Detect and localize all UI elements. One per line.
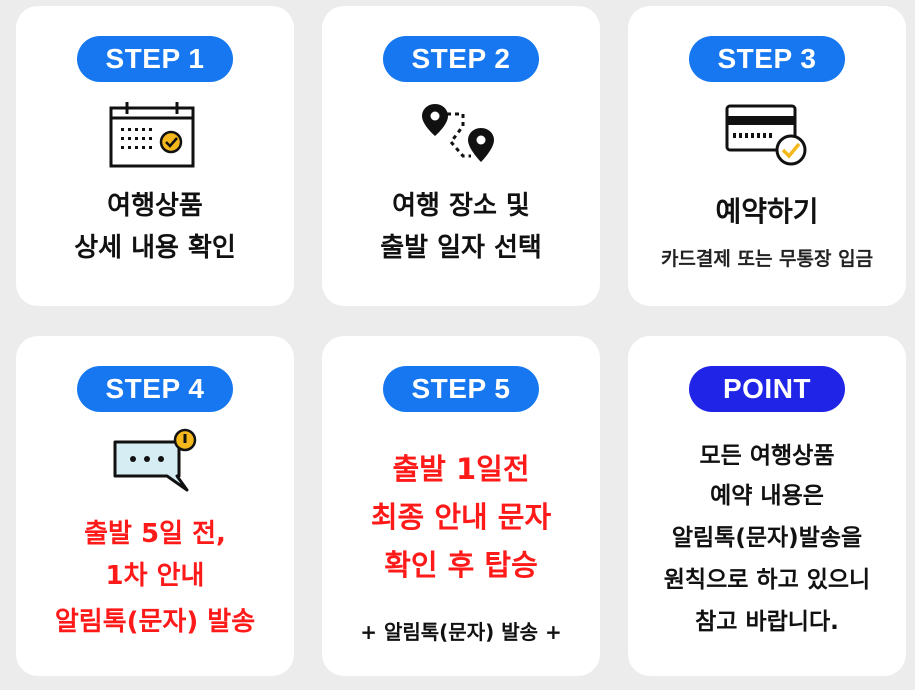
route-pins-icon	[422, 104, 494, 162]
step-1-title-line-1: 여행상품	[107, 191, 203, 221]
step-4-badge: STEP 4	[77, 366, 233, 412]
calendar-check-icon	[109, 102, 195, 168]
step-3-card: STEP 3 예약하기 카드결제 또는 무통장 입금	[628, 6, 906, 306]
step-1-card: STEP 1 여행상품 상세 내용 확인	[16, 6, 294, 306]
point-line-1: 모든 여행상품	[699, 443, 835, 469]
step-5-title-line-2: 최종 안내 문자	[370, 500, 552, 534]
step-1-badge: STEP 1	[77, 36, 233, 82]
step-1-title-line-2: 상세 내용 확인	[74, 233, 236, 263]
point-card: POINT 모든 여행상품 예약 내용은 알림톡(문자)발송을 원칙으로 하고 …	[628, 336, 906, 676]
step-3-title: 예약하기	[715, 195, 819, 228]
point-line-5: 참고 바랍니다.	[695, 609, 839, 635]
credit-card-check-icon	[725, 104, 807, 166]
step-4-title-line-1: 출발 5일 전,	[84, 519, 226, 549]
chat-alert-icon	[113, 428, 197, 492]
step-3-subtitle: 카드결제 또는 무통장 입금	[660, 248, 874, 270]
point-badge: POINT	[689, 366, 845, 412]
step-4-card: STEP 4 출발 5일 전, 1차 안내 알림톡(문자) 발송	[16, 336, 294, 676]
step-2-badge: STEP 2	[383, 36, 539, 82]
step-5-badge: STEP 5	[383, 366, 539, 412]
step-2-title-line-1: 여행 장소 및	[392, 191, 530, 221]
point-line-2: 예약 내용은	[710, 483, 824, 509]
step-5-subtitle: + 알림톡(문자) 발송 +	[360, 620, 562, 644]
step-5-title-line-1: 출발 1일전	[392, 452, 530, 486]
step-2-title-line-2: 출발 일자 선택	[380, 233, 542, 263]
point-line-3: 알림톡(문자)발송을	[671, 525, 863, 551]
step-4-title-line-2: 1차 안내	[105, 561, 205, 591]
point-line-4: 원칙으로 하고 있으니	[663, 567, 871, 593]
step-5-title-line-3: 확인 후 탑승	[384, 548, 538, 582]
step-2-card: STEP 2 여행 장소 및 출발 일자 선택	[322, 6, 600, 306]
step-4-title-line-3: 알림톡(문자) 발송	[54, 607, 256, 637]
step-5-card: STEP 5 출발 1일전 최종 안내 문자 확인 후 탑승 + 알림톡(문자)…	[322, 336, 600, 676]
step-3-badge: STEP 3	[689, 36, 845, 82]
